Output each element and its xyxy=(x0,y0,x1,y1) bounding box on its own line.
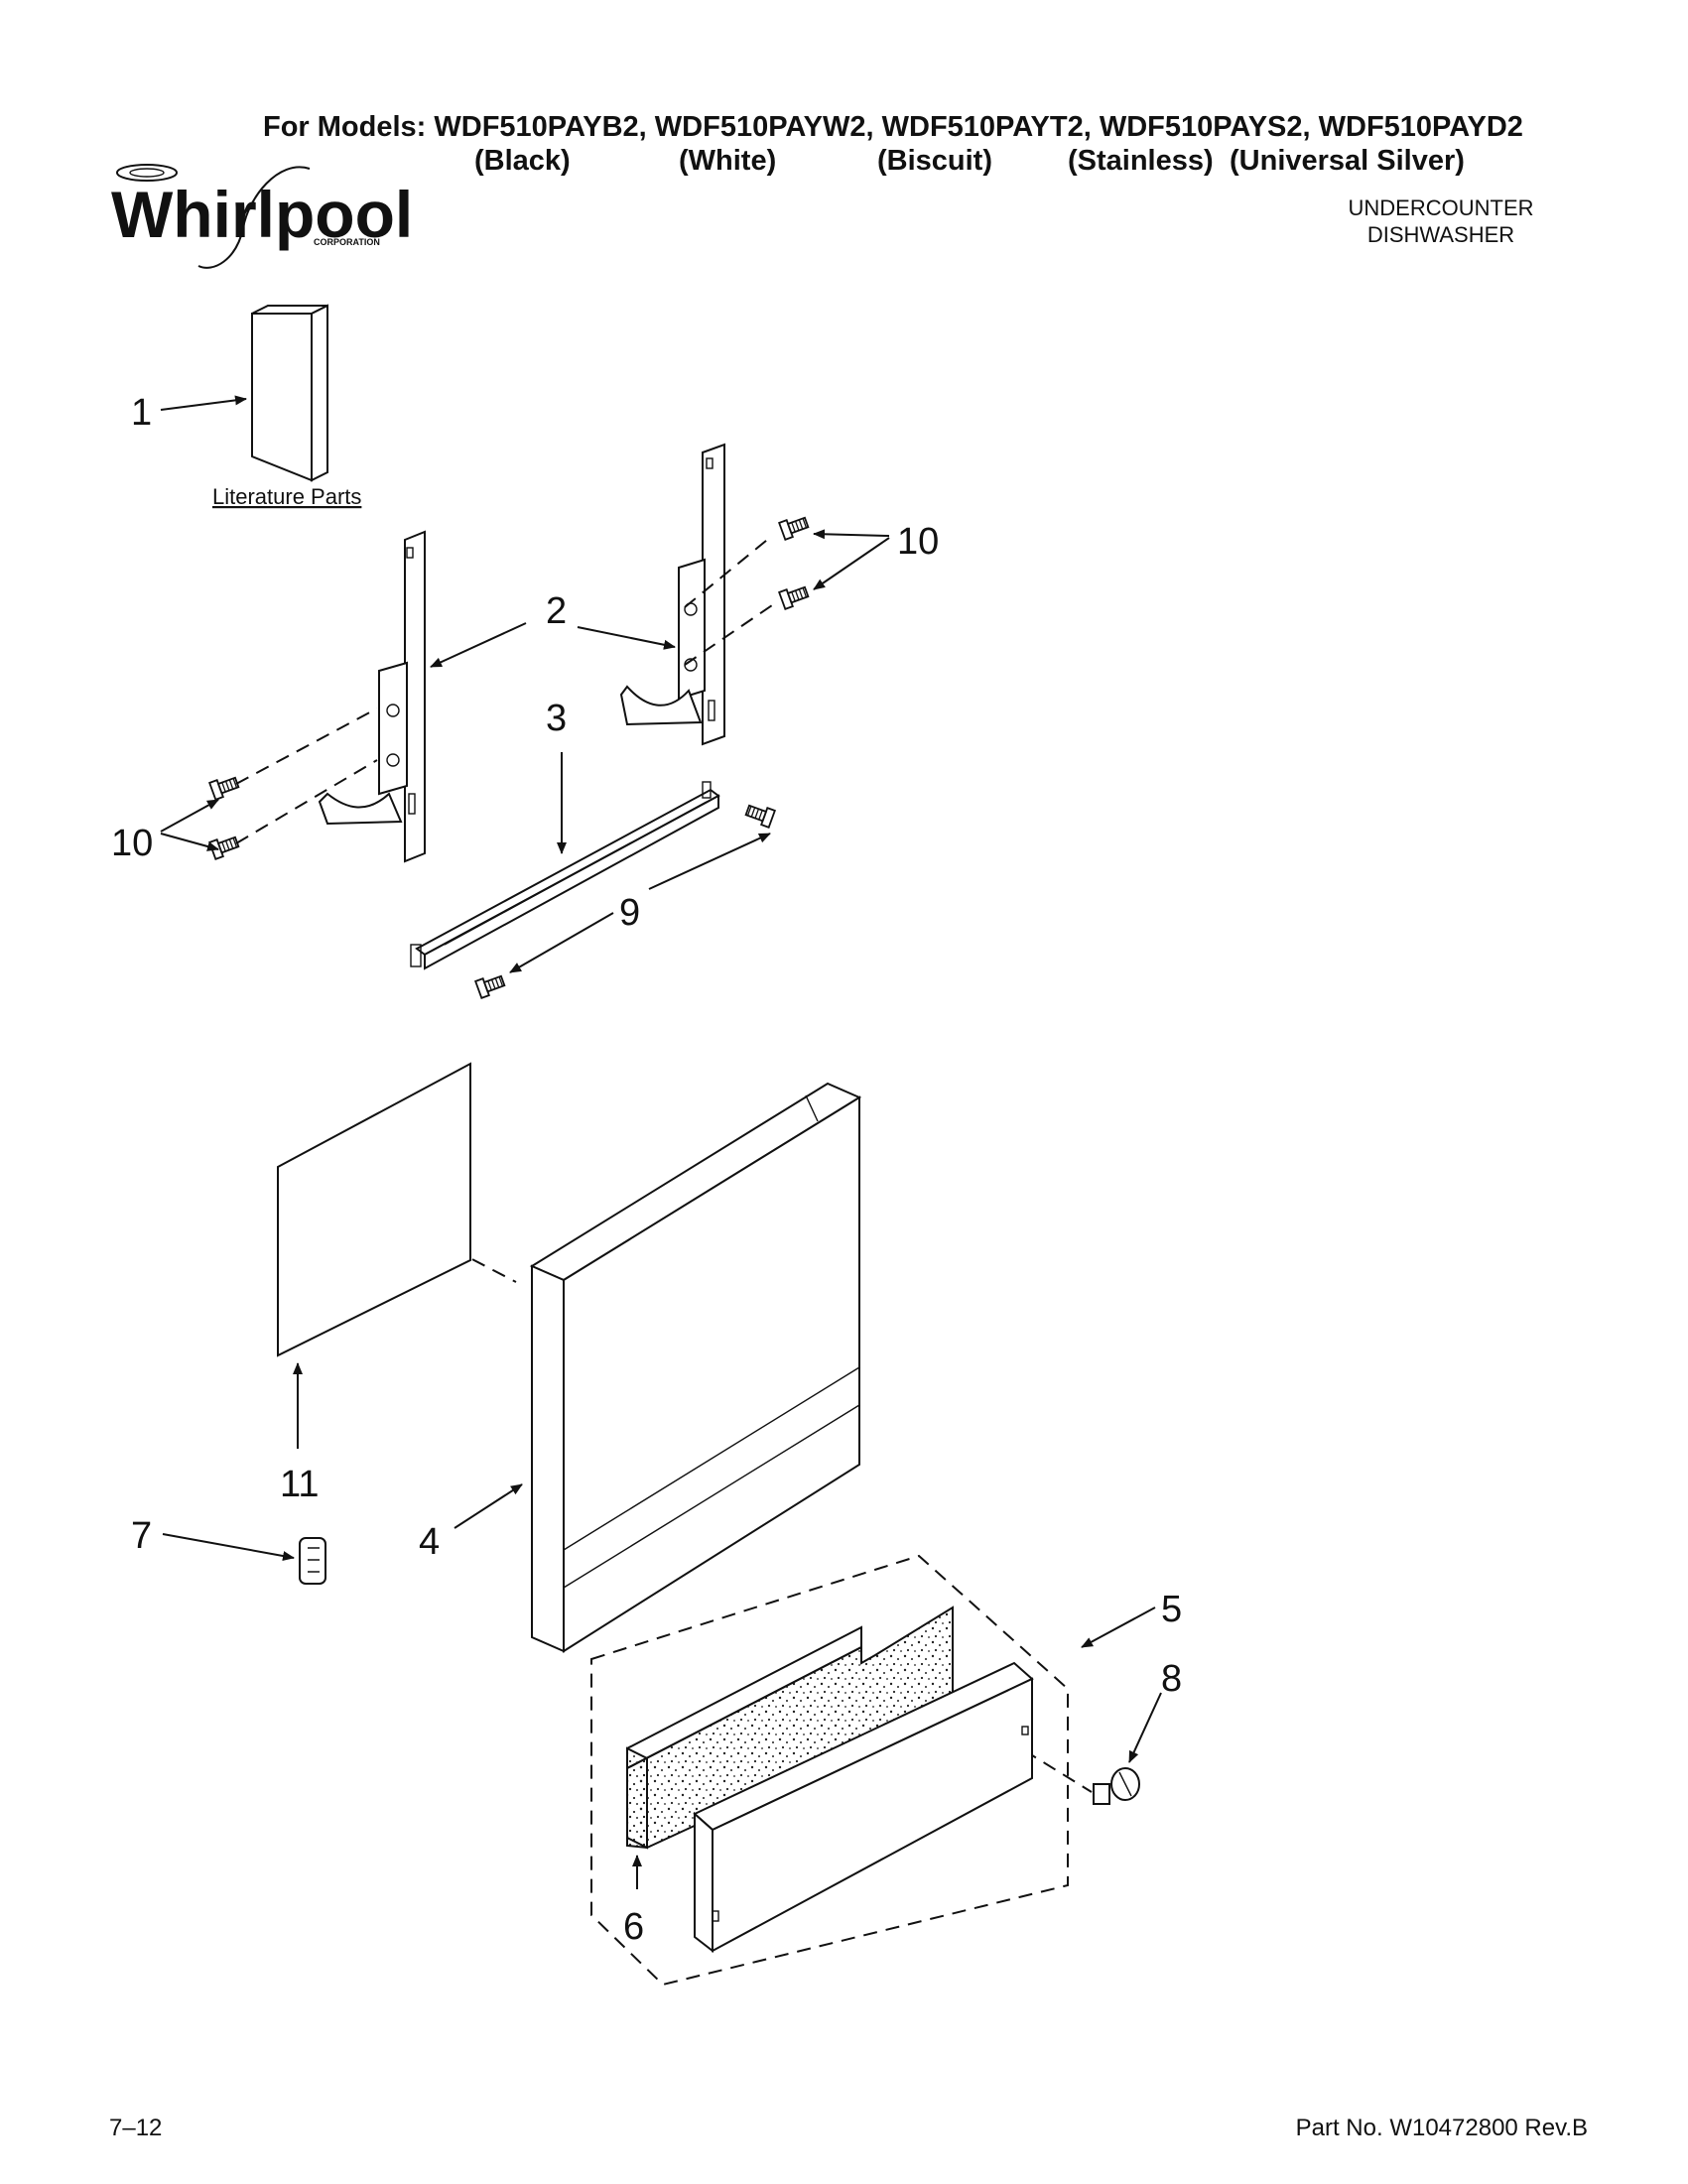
callout-10-left: 10 xyxy=(111,823,153,864)
screw-rail-right xyxy=(743,801,776,829)
dashline-left-lower xyxy=(235,759,378,844)
leader-7 xyxy=(162,1533,295,1561)
part-4-door xyxy=(529,1082,862,1653)
callout-11: 11 xyxy=(280,1464,319,1505)
svg-text:Whirlpool: Whirlpool xyxy=(111,178,413,251)
leader-10c xyxy=(160,799,219,833)
leader-4 xyxy=(454,1483,523,1529)
part-7-bumper xyxy=(299,1537,326,1585)
product-line-2: DISHWASHER xyxy=(1367,222,1514,247)
screw-right-upper xyxy=(778,513,811,541)
screw-left-upper xyxy=(208,773,241,801)
leader-2b xyxy=(577,626,676,650)
part-3-rail xyxy=(410,781,720,970)
screw-left-lower xyxy=(208,833,241,860)
color-biscuit: (Biscuit) xyxy=(877,145,992,177)
callout-8: 8 xyxy=(1161,1658,1182,1700)
dashline-screw-8 xyxy=(1023,1749,1093,1793)
models-line: For Models: WDF510PAYB2, WDF510PAYW2, WD… xyxy=(263,111,1523,143)
dashline-right-lower xyxy=(684,604,773,666)
callout-2: 2 xyxy=(546,590,567,632)
callout-3: 3 xyxy=(546,698,567,739)
callout-9: 9 xyxy=(619,892,640,934)
leader-2a xyxy=(430,622,527,668)
part-11-panel xyxy=(277,1062,471,1357)
part-8-screw xyxy=(1093,1767,1140,1805)
callout-5: 5 xyxy=(1161,1589,1182,1630)
assembly-box-dashed xyxy=(590,1554,1069,1987)
callout-10-right: 10 xyxy=(897,521,939,563)
callout-6: 6 xyxy=(623,1906,644,1948)
callout-1: 1 xyxy=(131,392,152,434)
color-universal-silver: (Universal Silver) xyxy=(1230,145,1465,177)
svg-text:CORPORATION: CORPORATION xyxy=(314,237,380,247)
literature-parts-label: Literature Parts xyxy=(212,484,361,509)
leader-9a xyxy=(648,833,771,890)
callout-7: 7 xyxy=(131,1515,152,1557)
part-5-toe-panel xyxy=(693,1661,1034,1954)
leader-5 xyxy=(1081,1606,1156,1648)
leader-1 xyxy=(160,395,247,411)
part-6-insulation xyxy=(626,1606,954,1850)
product-line-1: UNDERCOUNTER xyxy=(1349,195,1534,220)
color-black: (Black) xyxy=(474,145,571,177)
whirlpool-logo: Whirlpool CORPORATION xyxy=(111,164,413,269)
part-2-bracket-right xyxy=(619,443,725,746)
screw-right-lower xyxy=(778,582,811,610)
leader-8 xyxy=(1128,1692,1162,1763)
color-white: (White) xyxy=(679,145,776,177)
leader-10a xyxy=(813,529,890,540)
part-1-literature xyxy=(251,304,328,482)
color-stainless: (Stainless) xyxy=(1068,145,1214,177)
leader-10d xyxy=(160,833,219,851)
footer-part-number: Part No. W10472800 Rev.B xyxy=(1296,2115,1588,2141)
leader-9b xyxy=(509,912,614,973)
dashline-left-upper xyxy=(235,707,378,785)
dashline-right-upper xyxy=(684,535,773,608)
leader-10b xyxy=(813,537,890,590)
part-2-bracket-left xyxy=(318,530,426,863)
callout-4: 4 xyxy=(419,1521,440,1563)
screw-rail-left xyxy=(474,971,507,999)
footer-page-date: 7–12 xyxy=(109,2115,162,2141)
